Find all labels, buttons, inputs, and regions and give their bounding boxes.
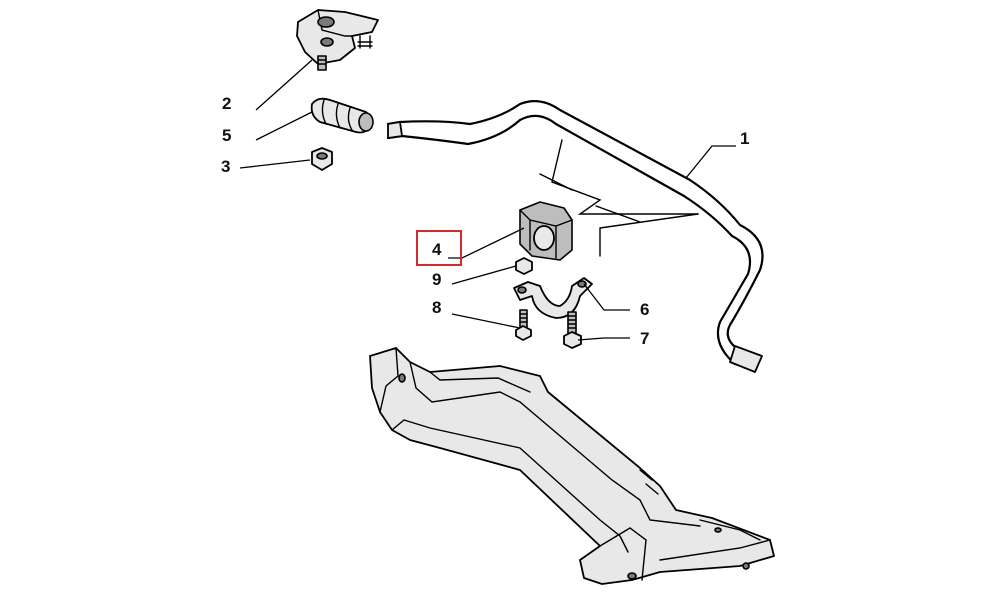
leader-2 bbox=[255, 59, 313, 111]
part-4-rubber-mount bbox=[519, 201, 573, 261]
callout-6: 6 bbox=[640, 300, 650, 319]
callout-7: 7 bbox=[640, 329, 650, 348]
leader-9 bbox=[451, 265, 517, 285]
callout-2: 2 bbox=[222, 94, 232, 113]
part-3-nut bbox=[311, 147, 333, 171]
callout-1: 1 bbox=[740, 129, 750, 148]
part-9-small-nut bbox=[515, 257, 533, 275]
leader-1 bbox=[685, 145, 736, 179]
callout-8: 8 bbox=[432, 298, 442, 317]
leader-3 bbox=[239, 159, 311, 169]
callout-4: 4 bbox=[432, 240, 442, 259]
part-5-rubber-bushing bbox=[310, 97, 374, 134]
part-1-stabilizer-bar bbox=[386, 99, 764, 373]
leader-7 bbox=[577, 337, 630, 341]
leader-4 bbox=[448, 227, 525, 259]
part-6-clamp bbox=[513, 277, 593, 319]
part-7-bolt bbox=[563, 311, 582, 349]
leader-8 bbox=[451, 313, 521, 329]
part-8-bolt bbox=[515, 309, 532, 341]
part-2-mount-bracket bbox=[296, 9, 379, 71]
frame-section-lines bbox=[539, 139, 699, 257]
callout-9: 9 bbox=[432, 270, 442, 289]
leader-6 bbox=[583, 283, 630, 311]
leader-lines bbox=[239, 59, 736, 341]
subframe-crossmember bbox=[369, 347, 775, 585]
callout-3: 3 bbox=[221, 157, 231, 176]
highlight-box-callout-4 bbox=[416, 230, 462, 266]
leader-5 bbox=[255, 111, 313, 141]
callout-5: 5 bbox=[222, 126, 232, 145]
